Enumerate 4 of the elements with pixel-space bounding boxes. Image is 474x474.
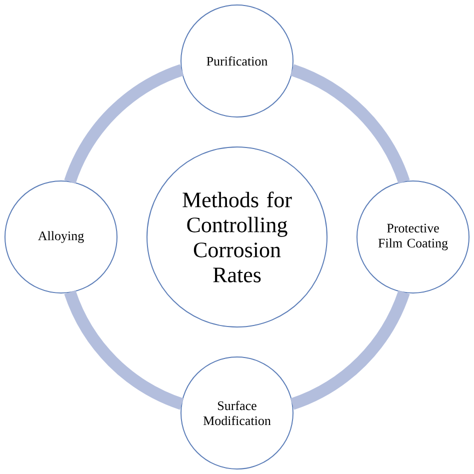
ring-arc xyxy=(290,290,410,410)
ring-arc xyxy=(64,290,184,410)
ring-arc xyxy=(290,64,410,184)
ring-arc xyxy=(64,64,184,184)
